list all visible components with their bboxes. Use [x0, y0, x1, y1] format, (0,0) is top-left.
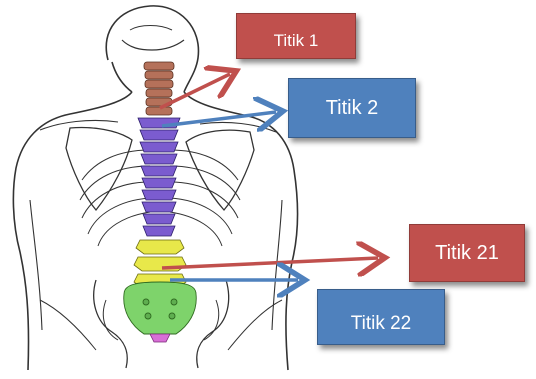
label-titik-21-text: Titik 21: [435, 242, 499, 265]
label-titik-22-text: Titik 22: [351, 313, 412, 335]
coccyx: [150, 334, 170, 342]
label-titik-22: Titik 22: [317, 289, 445, 345]
sacrum: [124, 282, 197, 334]
label-titik-2-text: Titik 2: [326, 97, 379, 120]
label-titik-21: Titik 21: [409, 224, 525, 282]
arrow-titik-21: [162, 258, 378, 268]
cervical-vertebrae: [144, 62, 174, 115]
label-titik-2: Titik 2: [288, 78, 416, 138]
label-titik-1: Titik 1: [236, 13, 356, 59]
label-titik-1-text: Titik 1: [274, 31, 319, 51]
thoracic-vertebrae: [138, 118, 180, 236]
